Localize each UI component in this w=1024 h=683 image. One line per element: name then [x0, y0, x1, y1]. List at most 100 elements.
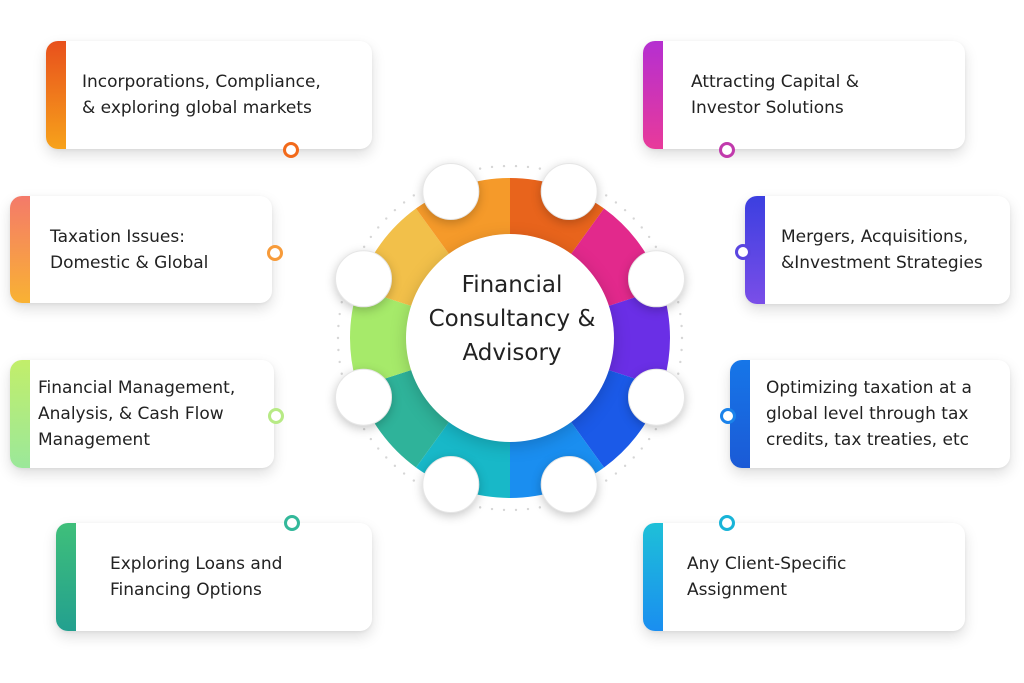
- ring-dot: [679, 360, 682, 364]
- ring-dot: [377, 447, 380, 450]
- card-label: Financial Management, Analysis, & Cash F…: [38, 378, 236, 450]
- service-card-capital: Attracting Capital & Investor Solutions: [643, 41, 965, 149]
- ring-dot: [362, 427, 366, 431]
- card-label: Any Client-Specific Assignment: [687, 554, 847, 600]
- service-card-taxation: Taxation Issues: Domestic & Global: [10, 196, 272, 303]
- center-title-line2: Consultancy &: [428, 306, 596, 332]
- center-hub: [406, 234, 614, 442]
- ring-dot: [340, 301, 343, 304]
- ring-dot: [402, 201, 406, 204]
- center-title-line3: Advisory: [462, 340, 562, 366]
- wheel-nodes: [335, 163, 685, 513]
- ring-dot: [340, 372, 343, 375]
- ring-dot: [338, 360, 341, 364]
- connector-dot: [268, 408, 284, 424]
- connector-dot: [719, 515, 735, 531]
- service-card-optimizing-taxation: Optimizing taxation at a global level th…: [730, 360, 1010, 468]
- ring-dot: [680, 336, 684, 340]
- ring-dot: [362, 245, 366, 249]
- ring-dot: [336, 336, 340, 340]
- card-accent-bar: [730, 360, 750, 468]
- wheel-node: [540, 163, 598, 221]
- service-card-incorporations: Incorporations, Compliance, & exploring …: [46, 41, 372, 149]
- ring-dot: [614, 472, 618, 475]
- ring-dot: [632, 456, 635, 459]
- center-title: Financial Consultancy & Advisory: [412, 268, 612, 370]
- ring-dot: [338, 312, 341, 316]
- card-label: Exploring Loans and Financing Options: [110, 554, 283, 600]
- ring-dot: [385, 456, 388, 459]
- ring-dot: [614, 201, 618, 204]
- ring-dot: [514, 164, 518, 168]
- ring-dot: [478, 167, 482, 170]
- connector-dot: [735, 244, 751, 260]
- ring-dot: [538, 506, 542, 509]
- connector-dot: [267, 245, 283, 261]
- connector-dot: [283, 142, 299, 158]
- ring-dot: [640, 226, 643, 229]
- service-card-mergers: Mergers, Acquisitions, &Investment Strat…: [745, 196, 1010, 304]
- ring-dot: [654, 427, 658, 431]
- ring-dot: [640, 447, 643, 450]
- ring-dot: [680, 324, 683, 328]
- card-accent-bar: [46, 41, 66, 149]
- ring-dot: [502, 164, 506, 168]
- ring-dot: [377, 226, 380, 229]
- ring-dot: [604, 194, 608, 197]
- card-accent-bar: [643, 41, 663, 149]
- ring-dot: [677, 372, 680, 375]
- ring-dot: [647, 437, 651, 441]
- ring-dot: [385, 217, 388, 220]
- ring-dot: [412, 479, 416, 482]
- ring-dot: [490, 507, 494, 511]
- service-card-financial-management: Financial Management, Analysis, & Cash F…: [10, 360, 274, 468]
- ring-dot: [337, 324, 340, 328]
- ring-dot: [604, 479, 608, 482]
- ring-dot: [526, 165, 530, 169]
- card-accent-bar: [643, 523, 663, 631]
- wheel-node: [627, 250, 685, 308]
- ring-dot: [369, 235, 373, 239]
- wheel-node: [422, 455, 480, 513]
- ring-dot: [502, 508, 506, 512]
- ring-dot: [393, 464, 397, 468]
- wheel-segment: [350, 288, 419, 388]
- card-label: Attracting Capital & Investor Solutions: [691, 72, 860, 118]
- card-label: Optimizing taxation at a global level th…: [766, 378, 972, 450]
- wheel-node: [627, 368, 685, 426]
- center-title-line1: Financial: [461, 272, 563, 298]
- ring-dot: [654, 245, 658, 249]
- card-label: Mergers, Acquisitions, &Investment Strat…: [781, 227, 983, 273]
- connector-dot: [719, 142, 735, 158]
- ring-dot: [623, 464, 627, 468]
- ring-dot: [478, 506, 482, 509]
- ring-dot: [538, 167, 542, 170]
- ring-dot: [632, 217, 635, 220]
- card-accent-bar: [10, 360, 30, 468]
- ring-dot: [402, 472, 406, 475]
- connector-dot: [284, 515, 300, 531]
- wheel-node: [335, 368, 393, 426]
- service-card-client-specific: Any Client-Specific Assignment: [643, 523, 965, 631]
- card-label: Incorporations, Compliance, & exploring …: [82, 72, 321, 118]
- ring-dot: [623, 208, 627, 212]
- service-card-loans: Exploring Loans and Financing Options: [56, 523, 372, 631]
- ring-dot: [526, 507, 530, 511]
- ring-dot: [514, 508, 518, 512]
- connector-dot: [720, 408, 736, 424]
- card-accent-bar: [745, 196, 765, 304]
- card-label: Taxation Issues: Domestic & Global: [50, 226, 209, 273]
- wheel-segment: [601, 288, 671, 388]
- ring-dot: [647, 235, 651, 239]
- ring-dot: [337, 348, 340, 352]
- ring-dot: [412, 194, 416, 197]
- wheel-node: [422, 163, 480, 221]
- ring-dot: [490, 165, 494, 169]
- wheel-node: [335, 250, 393, 308]
- card-accent-bar: [56, 523, 76, 631]
- ring-dot: [680, 348, 683, 352]
- card-accent-bar: [10, 196, 30, 303]
- ring-dot: [677, 301, 680, 304]
